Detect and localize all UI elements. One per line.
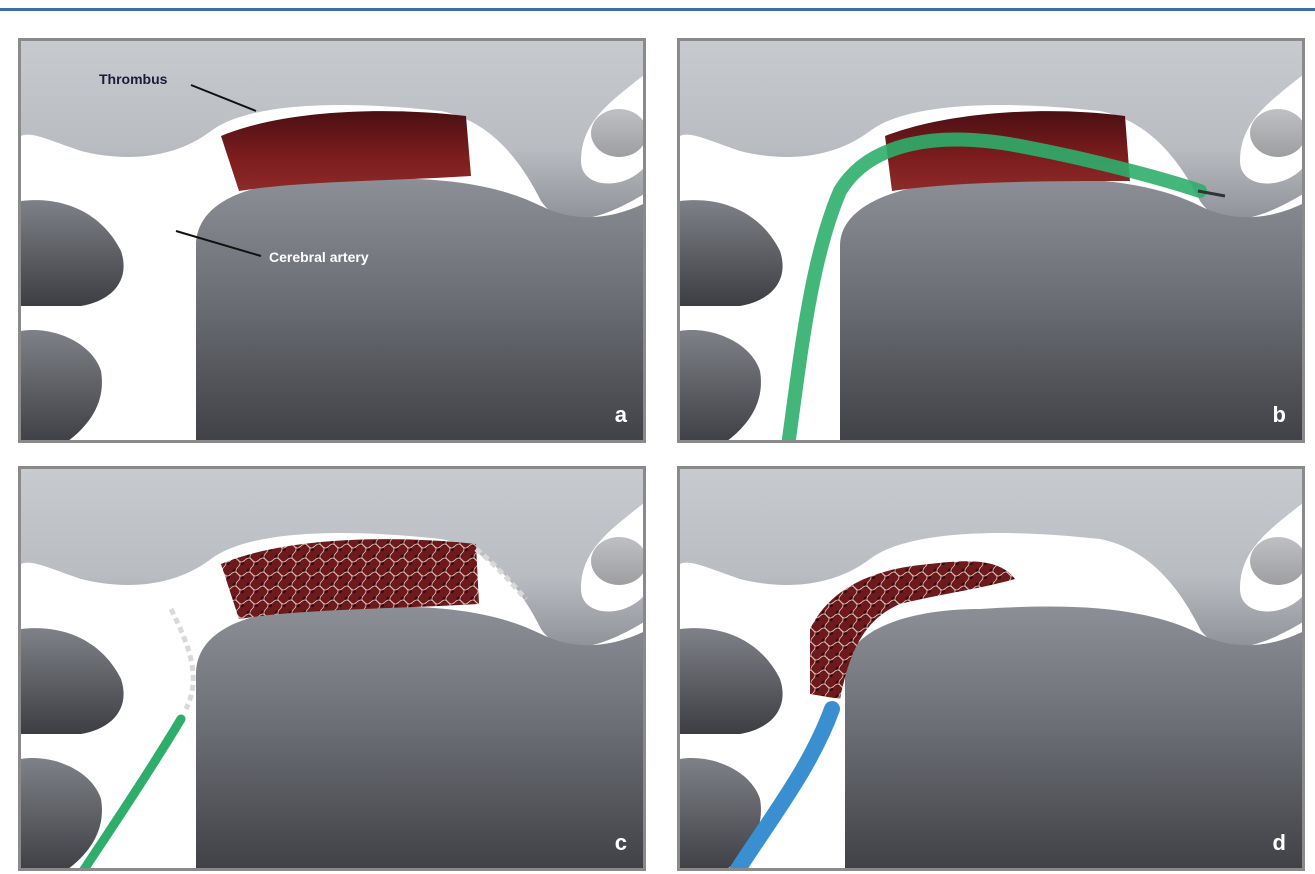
panel-d: d bbox=[677, 466, 1305, 871]
brain-mass bbox=[196, 179, 646, 443]
vessel-illustration bbox=[21, 469, 646, 871]
brain-mass bbox=[196, 607, 646, 871]
panel-letter: a bbox=[615, 402, 627, 428]
brain-mass bbox=[845, 607, 1305, 871]
vessel-illustration bbox=[680, 41, 1305, 443]
cerebral-artery-label: Cerebral artery bbox=[269, 249, 369, 265]
panel-c: c bbox=[18, 466, 646, 871]
upper-right-lobe bbox=[1250, 109, 1305, 157]
panel-b: b bbox=[677, 38, 1305, 443]
brain-mass bbox=[840, 179, 1305, 443]
upper-right-lobe bbox=[1250, 537, 1305, 585]
upper-right-lobe bbox=[591, 109, 646, 157]
vessel-illustration bbox=[21, 41, 646, 443]
panel-letter: c bbox=[615, 830, 627, 856]
panel-letter: d bbox=[1273, 830, 1286, 856]
panel-letter: b bbox=[1273, 402, 1286, 428]
upper-right-lobe bbox=[591, 537, 646, 585]
panel-a: Thrombus Cerebral artery a bbox=[18, 38, 646, 443]
thrombus-label: Thrombus bbox=[99, 71, 167, 87]
vessel-illustration bbox=[680, 469, 1305, 871]
top-rule bbox=[0, 8, 1315, 11]
